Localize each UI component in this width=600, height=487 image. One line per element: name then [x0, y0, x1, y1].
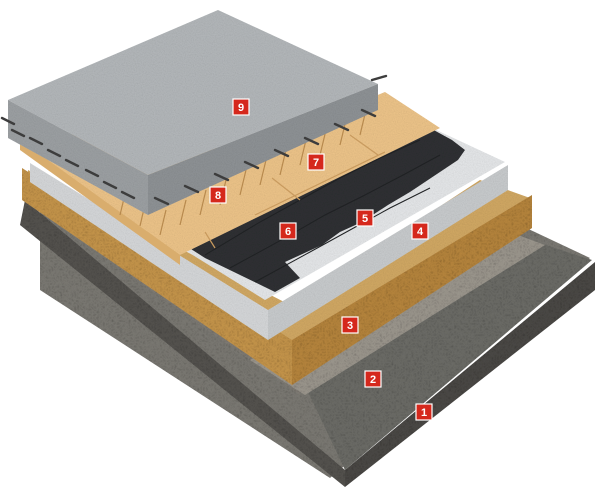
svg-text:6: 6 [285, 226, 291, 238]
svg-text:8: 8 [215, 190, 221, 202]
svg-text:4: 4 [417, 226, 424, 238]
sand-side [292, 195, 532, 385]
svg-text:2: 2 [370, 374, 376, 386]
layer-concrete-slab [0, 10, 388, 215]
soil-side [345, 262, 595, 487]
screed-side [268, 165, 508, 340]
badge-layer-8: 8 [209, 186, 227, 204]
badge-layer-1: 1 [415, 403, 433, 421]
badge-layer-6: 6 [279, 222, 297, 240]
svg-text:9: 9 [238, 102, 244, 114]
badge-layer-2: 2 [364, 370, 382, 388]
svg-text:3: 3 [347, 320, 353, 332]
slab-top [8, 10, 378, 175]
screed-front [30, 163, 268, 340]
membrane-seams [204, 139, 441, 283]
badge-layer-9: 9 [232, 98, 250, 116]
svg-text:5: 5 [362, 213, 368, 225]
badge-layer-5: 5 [356, 209, 374, 227]
sand-front [22, 168, 292, 385]
badge-layer-3: 3 [341, 316, 359, 334]
rebar-ends [0, 74, 388, 206]
insulation-joints [204, 134, 386, 249]
membrane-surface [130, 128, 465, 292]
svg-text:1: 1 [421, 407, 427, 419]
soil-front [20, 200, 345, 487]
badge-layer-7: 7 [307, 153, 325, 171]
slab-side [148, 84, 378, 215]
svg-text:7: 7 [313, 157, 319, 169]
layer-membrane [130, 128, 465, 292]
badge-layer-4: 4 [411, 222, 429, 240]
insulation-front [20, 140, 180, 265]
soil-surface [300, 230, 592, 470]
